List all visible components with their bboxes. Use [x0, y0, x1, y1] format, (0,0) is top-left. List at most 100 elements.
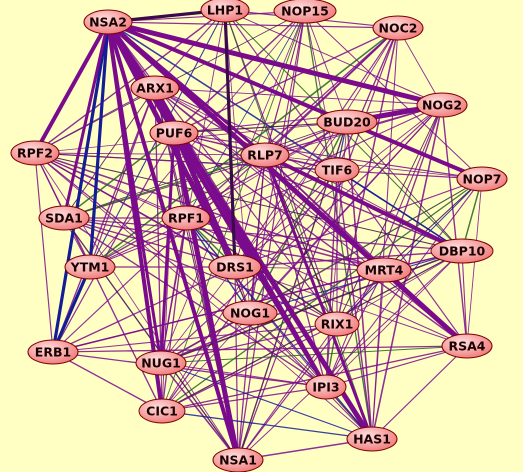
node-label: RSA4	[449, 339, 486, 354]
edge-rsa4-erb1	[52, 345, 468, 353]
node-noc2[interactable]: NOC2	[372, 15, 424, 41]
node-nsa2[interactable]: NSA2	[83, 9, 133, 35]
node-label: RPF2	[17, 146, 53, 161]
edge-nsa2-nog2	[107, 19, 443, 108]
node-shape	[212, 447, 264, 472]
edge-puf6-nug1	[159, 132, 176, 364]
edge-dbp10-rsa4	[461, 250, 468, 347]
edge-puf6-sda1	[63, 132, 175, 219]
node-rlp7[interactable]: RLP7	[240, 142, 290, 168]
edge-rlp7-drs1	[234, 154, 266, 268]
edge-nsa2-rpf2	[33, 21, 110, 154]
node-rsa4[interactable]: RSA4	[441, 333, 493, 359]
edge-rlp7-dbp10	[264, 153, 463, 253]
node-nog2[interactable]: NOG2	[416, 92, 468, 118]
node-arx1[interactable]: ARX1	[130, 75, 180, 101]
node-shape	[208, 254, 262, 280]
edge-ytm1-erb1	[51, 266, 92, 353]
node-shape	[456, 166, 508, 192]
edge-nsa2-rlp7	[107, 20, 266, 157]
edge-nog2-ytm1	[89, 104, 443, 268]
node-drs1[interactable]: DRS1	[208, 254, 262, 280]
node-nog1[interactable]: NOG1	[222, 300, 278, 326]
edge-noc2-drs1	[234, 27, 399, 268]
node-puf6[interactable]: PUF6	[149, 120, 199, 146]
node-shape	[356, 257, 412, 283]
node-rpf1[interactable]: RPF1	[161, 205, 211, 231]
node-lhp1[interactable]: LHP1	[200, 0, 250, 23]
node-erb1[interactable]: ERB1	[27, 339, 79, 365]
node-shape	[372, 15, 424, 41]
node-ipi3[interactable]: IPI3	[305, 374, 347, 400]
node-shape	[27, 339, 79, 365]
edge-dbp10-drs1	[234, 250, 463, 268]
edge-sda1-ipi3	[63, 217, 327, 388]
node-cic1[interactable]: CIC1	[138, 398, 186, 424]
node-rix1[interactable]: RIX1	[314, 311, 360, 337]
node-shape	[305, 374, 347, 400]
edge-nsa2-nop7	[107, 20, 483, 181]
node-tif6[interactable]: TIF6	[314, 157, 360, 183]
edge-bud20-dbp10	[346, 121, 463, 252]
edge-nsa2-noc2	[107, 21, 399, 29]
edge-cic1-has1	[161, 410, 373, 440]
node-label: NOG1	[230, 306, 270, 321]
edge-nog2-rsa4	[441, 104, 468, 347]
edge-mrt4-has1	[371, 269, 385, 440]
node-has1[interactable]: HAS1	[346, 426, 398, 452]
node-label: RIX1	[321, 317, 354, 332]
node-label: BUD20	[323, 115, 371, 130]
edge-dbp10-nsa1	[237, 250, 463, 461]
edge-nsa2-ytm1	[88, 21, 110, 268]
node-shape	[240, 142, 290, 168]
node-shape	[316, 109, 378, 135]
edge-bud20-nug1	[160, 121, 348, 364]
node-nug1[interactable]: NUG1	[135, 350, 187, 376]
node-mrt4[interactable]: MRT4	[356, 257, 412, 283]
edge-bud20-sda1	[63, 121, 348, 219]
node-shape	[83, 9, 133, 35]
node-shape	[64, 254, 116, 280]
edge-mrt4-erb1	[52, 269, 385, 353]
node-label: TIF6	[322, 163, 353, 178]
node-label: NOC2	[379, 21, 418, 36]
edge-rpf1-nug1	[160, 217, 187, 364]
edge-puf6-nop7	[173, 132, 483, 180]
node-label: MRT4	[365, 263, 404, 278]
edge-nug1-ipi3	[160, 362, 327, 388]
node-shape	[430, 238, 494, 264]
node-shape	[222, 300, 278, 326]
edge-noc2-tif6	[336, 27, 399, 171]
node-shape	[441, 333, 493, 359]
edge-nug1-nsa1	[160, 362, 239, 461]
node-sda1[interactable]: SDA1	[38, 205, 90, 231]
edge-rpf2-dbp10	[34, 152, 463, 252]
node-dbp10[interactable]: DBP10	[430, 238, 494, 264]
node-shape	[416, 92, 468, 118]
edge-rix1-nug1	[160, 323, 338, 364]
node-label: NOP15	[281, 4, 329, 19]
edge-arx1-rpf2	[34, 87, 156, 154]
edge-layer	[33, 8, 483, 461]
edge-erb1-ipi3	[52, 351, 327, 388]
node-label: YTM1	[70, 260, 110, 275]
node-nop15[interactable]: NOP15	[273, 0, 337, 24]
node-shape	[200, 0, 250, 23]
edge-nsa2-nsa1	[106, 21, 240, 461]
node-nsa1[interactable]: NSA1	[212, 447, 264, 472]
node-label: RLP7	[247, 148, 282, 163]
node-bud20[interactable]: BUD20	[316, 109, 378, 135]
edge-nsa2-mrt4	[106, 20, 386, 272]
node-shape	[346, 426, 398, 452]
node-label: LHP1	[207, 3, 243, 18]
node-shape	[10, 140, 60, 166]
node-nop7[interactable]: NOP7	[456, 166, 508, 192]
edge-rpf1-has1	[185, 217, 373, 440]
node-rpf2[interactable]: RPF2	[10, 140, 60, 166]
node-label: RPF1	[168, 211, 204, 226]
node-label: IPI3	[312, 380, 339, 395]
node-ytm1[interactable]: YTM1	[64, 254, 116, 280]
edge-rsa4-nug1	[160, 345, 468, 364]
